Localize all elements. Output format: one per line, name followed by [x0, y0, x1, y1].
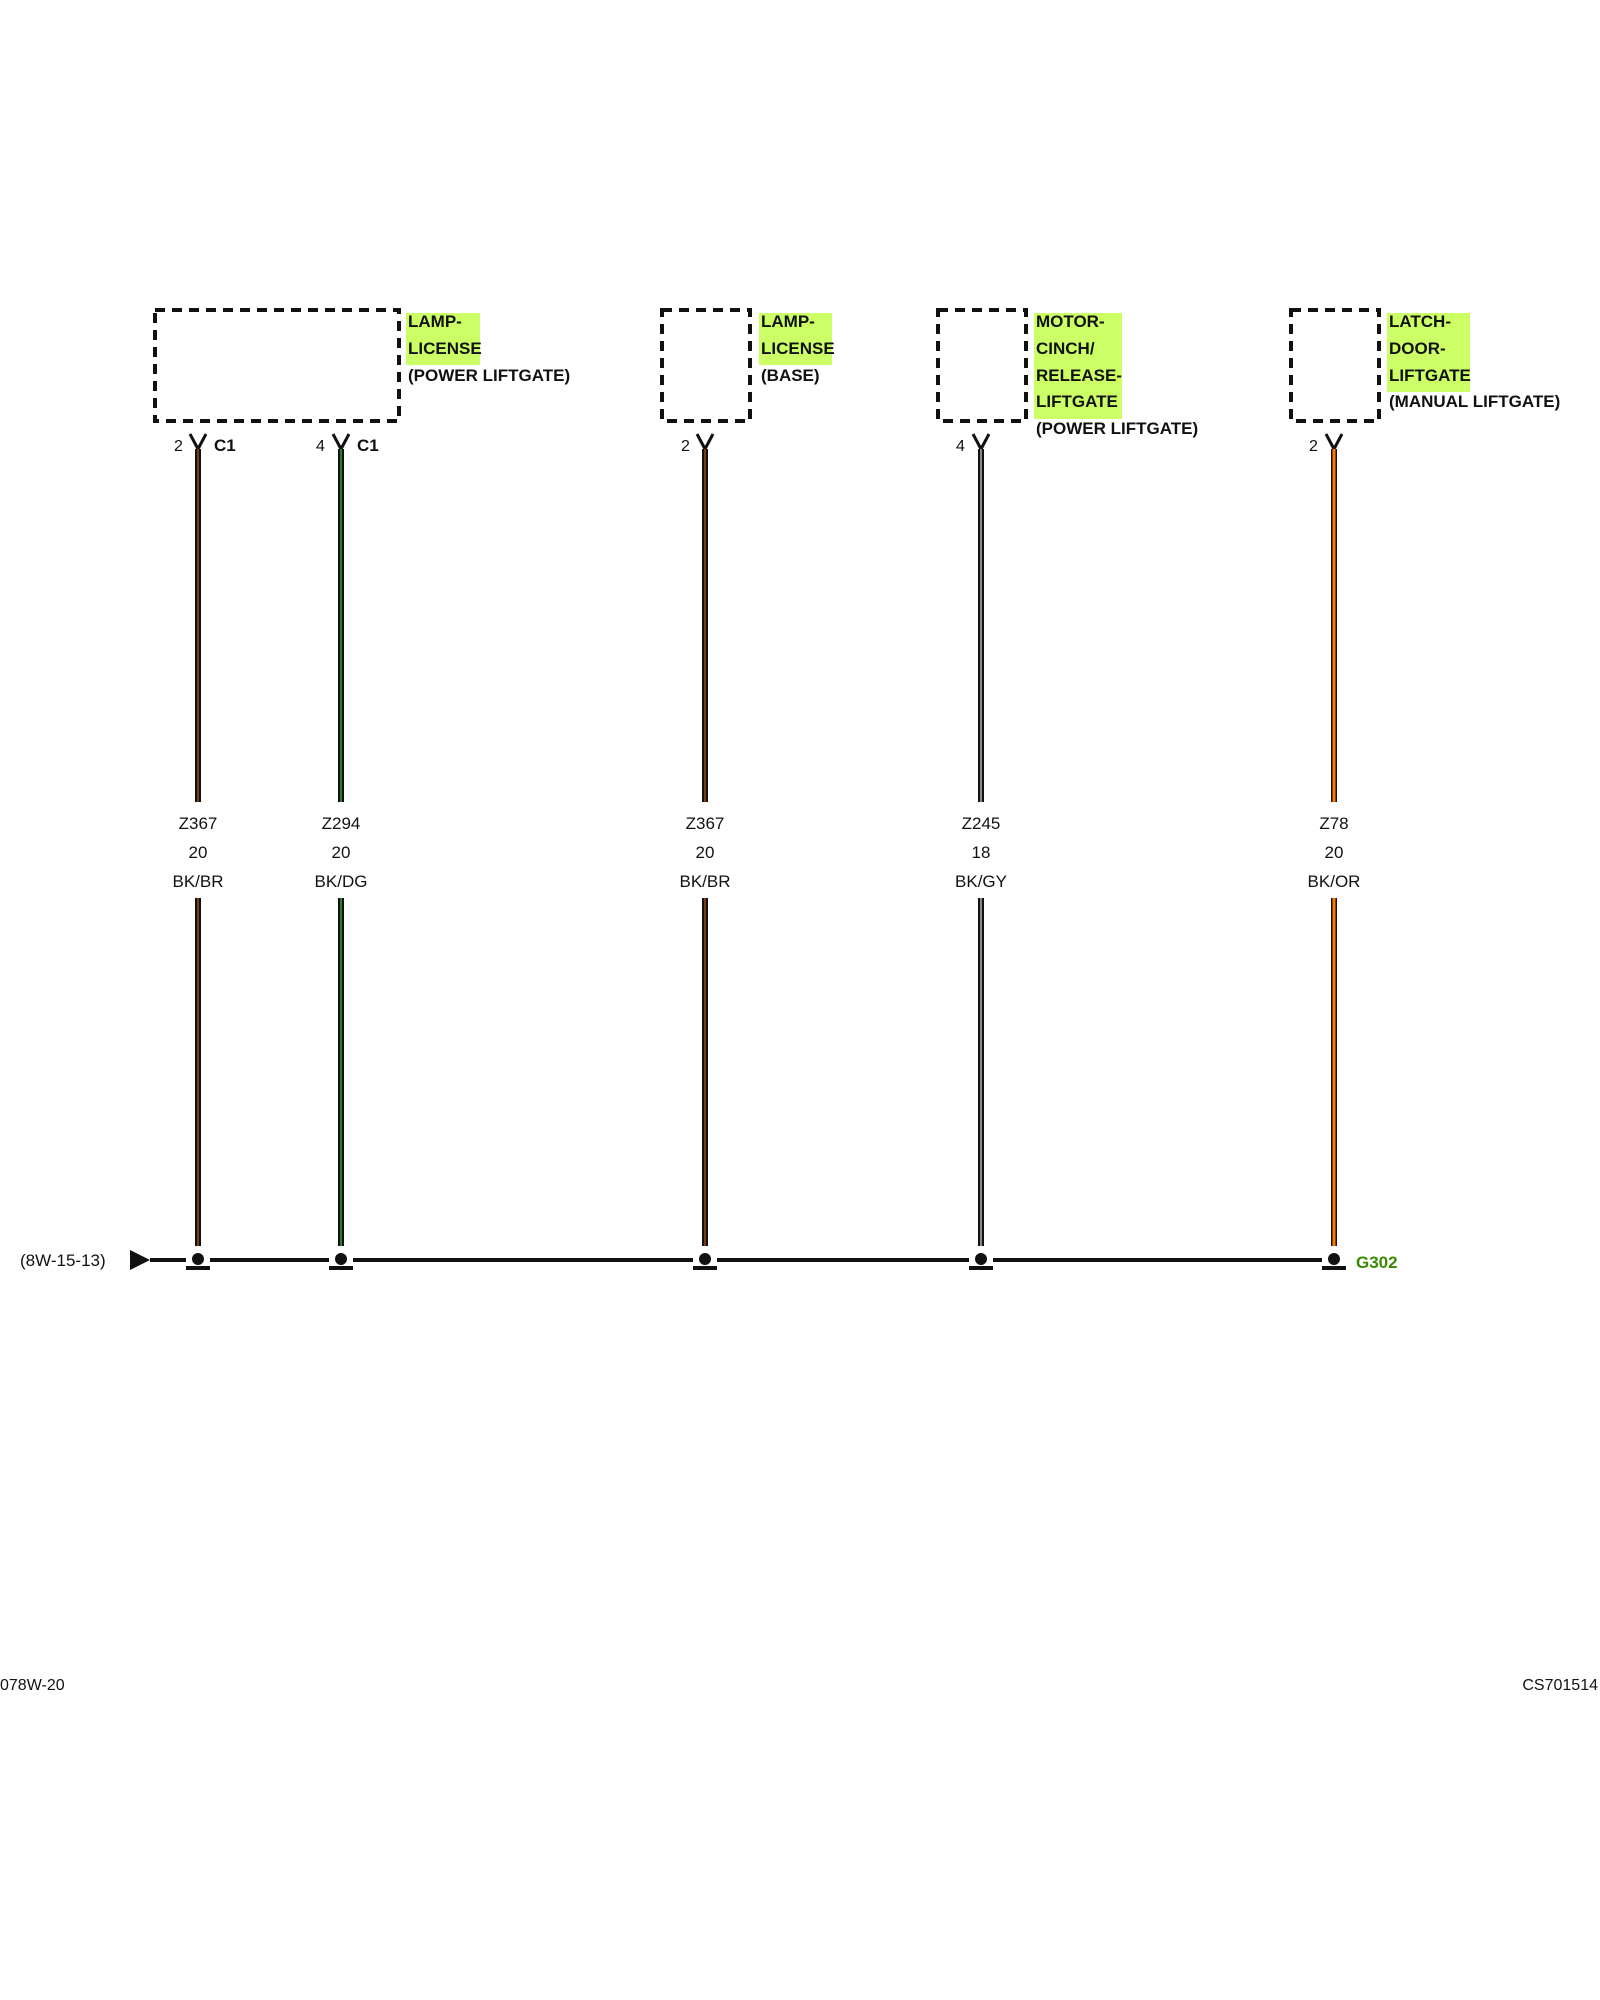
wire-color-code: BK/OR: [1308, 872, 1361, 891]
name-highlight: [1034, 313, 1122, 419]
component-name-line: LICENSE: [408, 339, 482, 358]
wire-color-code: BK/GY: [955, 872, 1007, 891]
pin-number: 4: [316, 438, 325, 455]
component-name-line: LAMP-: [408, 312, 462, 331]
wire-z78: 2 Z78 20 BK/OR: [1308, 433, 1361, 1246]
circuit-id: Z367: [686, 814, 725, 833]
wire-color-code: BK/DG: [315, 872, 368, 891]
wire-gauge: 20: [189, 843, 208, 862]
circuit-id: Z294: [322, 814, 361, 833]
connector-pin-symbol: [1324, 433, 1344, 453]
circuit-id: Z245: [962, 814, 1001, 833]
splice-junction: [186, 1253, 210, 1270]
component-note: (MANUAL LIFTGATE): [1389, 392, 1560, 411]
pin-number: 2: [174, 438, 183, 455]
wire-z294: 4 C1 Z294 20 BK/DG: [315, 433, 379, 1246]
circuit-id: Z78: [1319, 814, 1348, 833]
connector-name: C1: [214, 436, 236, 455]
wire-z245: 4 Z245 18 BK/GY: [955, 433, 1007, 1246]
connector-pin-symbol: [188, 433, 208, 453]
component-name-line: MOTOR-: [1036, 312, 1105, 331]
component-name-line: DOOR-: [1389, 339, 1446, 358]
circuit-id: Z367: [179, 814, 218, 833]
component-note: (POWER LIFTGATE): [408, 366, 570, 385]
wire-color-code: BK/BR: [172, 872, 223, 891]
pin-number: 2: [1309, 438, 1318, 455]
wire-color-code: BK/BR: [679, 872, 730, 891]
component-name-line: CINCH/: [1036, 339, 1095, 358]
name-highlight: [1387, 313, 1470, 392]
splice-junction: [693, 1253, 717, 1270]
name-highlight: [759, 313, 832, 365]
component-lamp-license-power-liftgate: LAMP- LICENSE (POWER LIFTGATE): [153, 308, 570, 423]
splice-junction: [329, 1253, 353, 1270]
ground-point-icon: [1322, 1253, 1346, 1270]
component-box: [936, 308, 1028, 423]
component-name-line: LIFTGATE: [1389, 366, 1471, 385]
component-motor-cinch-release-liftgate: MOTOR- CINCH/ RELEASE- LIFTGATE (POWER L…: [936, 308, 1198, 438]
component-name-line: LICENSE: [761, 339, 835, 358]
wire-z367-base: 2 Z367 20 BK/BR: [679, 433, 731, 1246]
ground-bus: (8W-15-13) G302: [20, 1250, 1398, 1272]
page-id: 078W-20: [0, 1677, 65, 1694]
component-name-line: LIFTGATE: [1036, 392, 1118, 411]
pin-number: 4: [956, 438, 965, 455]
component-lamp-license-base: LAMP- LICENSE (BASE): [660, 308, 835, 423]
component-name-line: LATCH-: [1389, 312, 1451, 331]
wire-z367-power: 2 C1 Z367 20 BK/BR: [172, 433, 236, 1246]
component-note: (POWER LIFTGATE): [1036, 419, 1198, 438]
connector-pin-symbol: [695, 433, 715, 453]
component-latch-door-liftgate: LATCH- DOOR- LIFTGATE (MANUAL LIFTGATE): [1289, 308, 1560, 423]
name-highlight: [406, 313, 480, 365]
wire-gauge: 18: [972, 843, 991, 862]
splice-junction: [969, 1253, 993, 1270]
pin-number: 2: [681, 438, 690, 455]
wire-gauge: 20: [332, 843, 351, 862]
ground-name: G302: [1356, 1253, 1398, 1272]
component-note: (BASE): [761, 366, 820, 385]
figure-id: CS701514: [1522, 1677, 1598, 1694]
wire-gauge: 20: [1325, 843, 1344, 862]
connector-pin-symbol: [971, 433, 991, 453]
component-box: [1289, 308, 1381, 423]
component-box: [660, 308, 752, 423]
component-box: [153, 308, 401, 423]
off-page-arrow-icon: [130, 1250, 150, 1270]
page-reference: (8W-15-13): [20, 1251, 106, 1270]
connector-pin-symbol: [331, 433, 351, 453]
component-name-line: LAMP-: [761, 312, 815, 331]
component-name-line: RELEASE-: [1036, 366, 1122, 385]
wire-gauge: 20: [696, 843, 715, 862]
connector-name: C1: [357, 436, 379, 455]
